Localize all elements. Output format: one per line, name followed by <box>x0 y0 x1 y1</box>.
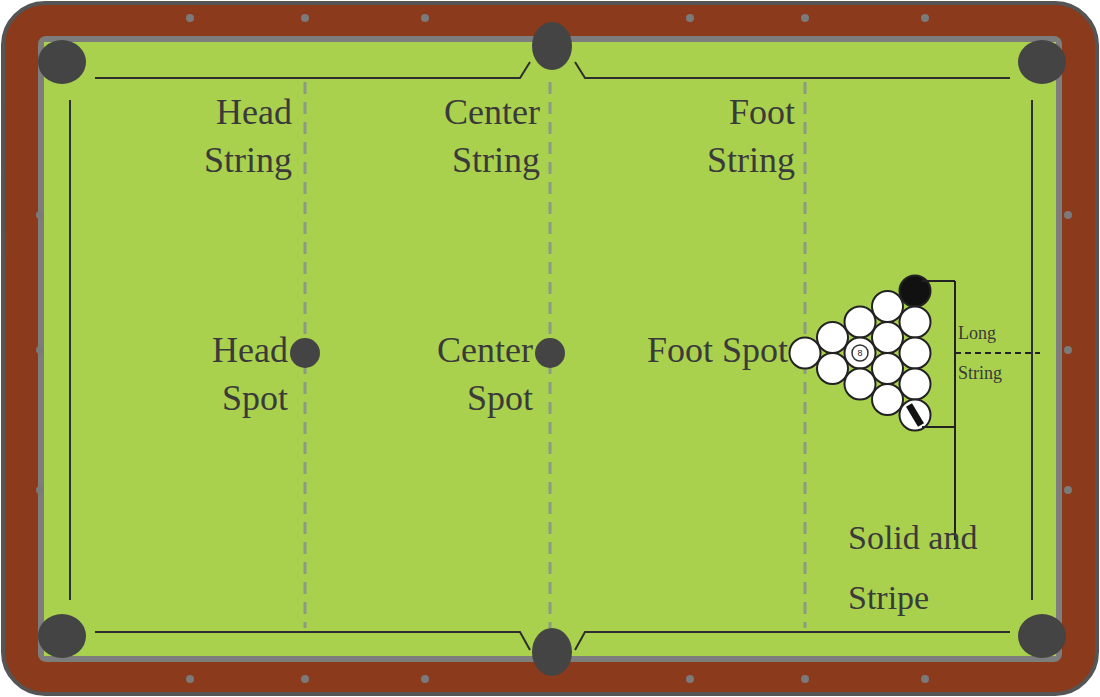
ball <box>845 369 876 400</box>
ball <box>872 384 903 415</box>
ball <box>872 322 903 353</box>
table-label: Center String <box>385 88 540 184</box>
table-label: Head Spot <box>140 326 288 422</box>
table-label: Head String <box>150 88 292 184</box>
rail-edge <box>38 36 1062 662</box>
table-label: Solid and Stripe <box>848 508 1043 628</box>
table-label: Center Spot <box>370 326 533 422</box>
bracket <box>922 281 1040 540</box>
pockets <box>38 22 1066 676</box>
ball-number: 8 <box>857 348 862 358</box>
table-rail <box>3 3 1097 694</box>
ball <box>900 369 931 400</box>
ball <box>872 353 903 384</box>
ball <box>845 307 876 338</box>
ball <box>845 338 876 369</box>
ball <box>900 400 931 431</box>
felt <box>44 42 1056 656</box>
ball-rack <box>790 276 931 431</box>
eight-ring <box>852 345 868 361</box>
ball <box>817 322 848 353</box>
ball <box>872 291 903 322</box>
string-lines <box>305 82 805 628</box>
ball <box>900 307 931 338</box>
diamonds <box>36 14 1072 683</box>
table-label: Foot Spot <box>640 326 788 374</box>
stripe-mark <box>909 405 921 425</box>
table-label: Foot String <box>640 88 795 184</box>
ball <box>790 338 821 369</box>
ball <box>817 353 848 384</box>
ball <box>900 338 931 369</box>
cushion-lines <box>70 62 1032 650</box>
table-label: Long String <box>958 313 1038 393</box>
